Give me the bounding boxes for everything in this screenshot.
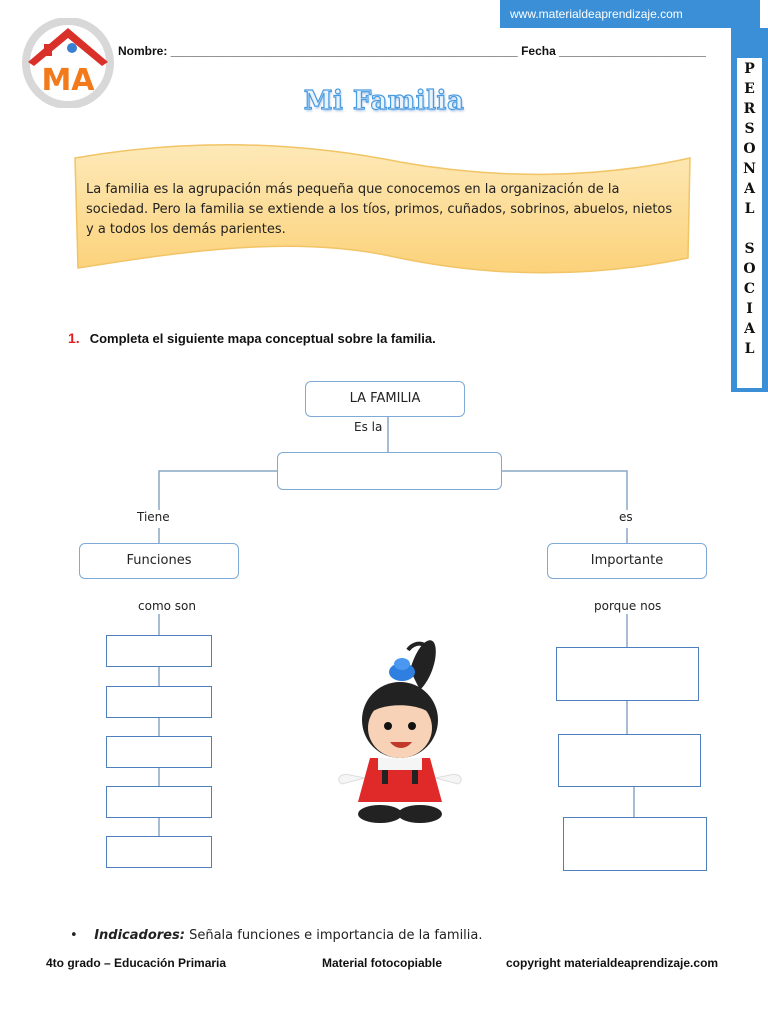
definition-answer-box[interactable]: [277, 452, 502, 490]
name-label: Nombre:: [118, 44, 168, 58]
website-banner[interactable]: www.materialdeaprendizaje.com: [500, 0, 760, 28]
side-tab-letter: S: [744, 121, 755, 137]
side-tab-letter: O: [743, 141, 756, 157]
importance-answer-box-3[interactable]: [563, 817, 707, 871]
right-link-label: es: [619, 510, 633, 524]
side-tab-letter: A: [744, 181, 755, 197]
function-answer-box-1[interactable]: [106, 635, 212, 667]
function-answer-box-5[interactable]: [106, 836, 212, 868]
girl-doll-illustration: [338, 640, 462, 823]
footer-copyright: copyright materialdeaprendizaje.com: [506, 956, 719, 970]
side-tab-letter: E: [744, 81, 755, 97]
side-tab-inner: [737, 58, 762, 388]
footer-photocopiable: Material fotocopiable: [322, 956, 443, 970]
side-tab-letter: L: [744, 201, 755, 217]
importance-answer-box-2[interactable]: [558, 734, 701, 787]
footer-grade: 4to grado – Educación Primaria: [46, 956, 227, 970]
right-sub-link-label: porque nos: [594, 599, 662, 613]
date-field[interactable]: ______________________: [559, 44, 706, 58]
important-node: Importante: [547, 543, 707, 579]
side-tab-letter: [731, 218, 768, 238]
question-1: 1. Completa el siguiente mapa conceptual …: [68, 330, 436, 346]
logo-text: MA: [41, 63, 95, 98]
page-title: Mi Familia: [303, 85, 465, 116]
question-text: Completa el siguiente mapa conceptual so…: [89, 331, 436, 346]
importance-answer-box-1[interactable]: [556, 647, 699, 701]
indicator-label: Indicadores:: [94, 928, 185, 943]
side-tab-letter: O: [743, 261, 756, 277]
logo-house-icon: MA: [22, 18, 114, 108]
intro-text: La familia es la agrupación más pequeña …: [86, 182, 673, 237]
function-answer-box-2[interactable]: [106, 686, 212, 718]
functions-node: Funciones: [79, 543, 239, 579]
indicator-line: • Indicadores: Señala funciones e import…: [70, 928, 483, 943]
function-answer-box-4[interactable]: [106, 786, 212, 818]
left-sub-link-label: como son: [138, 599, 196, 613]
side-tab-letter: P: [744, 61, 755, 77]
bullet-icon: •: [70, 928, 95, 943]
side-tab-letter: S: [744, 241, 755, 257]
name-date-line: Nombre: ________________________________…: [118, 44, 706, 58]
question-number: 1.: [68, 330, 80, 346]
side-tab-letter: N: [743, 161, 756, 177]
side-tab-letter: R: [743, 101, 756, 117]
root-link-label: Es la: [354, 420, 383, 434]
side-tab-letter: C: [743, 281, 756, 297]
indicator-text: Señala funciones e importancia de la fam…: [189, 928, 483, 943]
left-link-label: Tiene: [137, 510, 170, 524]
intro-banner: [74, 144, 691, 274]
side-tab-letter: L: [744, 341, 755, 357]
date-label: Fecha: [521, 44, 556, 58]
side-tab-letter: I: [746, 301, 753, 317]
root-node: LA FAMILIA: [305, 381, 465, 417]
function-answer-box-3[interactable]: [106, 736, 212, 768]
name-field[interactable]: ________________________________________…: [170, 44, 518, 58]
side-tab-letter: A: [744, 321, 755, 337]
